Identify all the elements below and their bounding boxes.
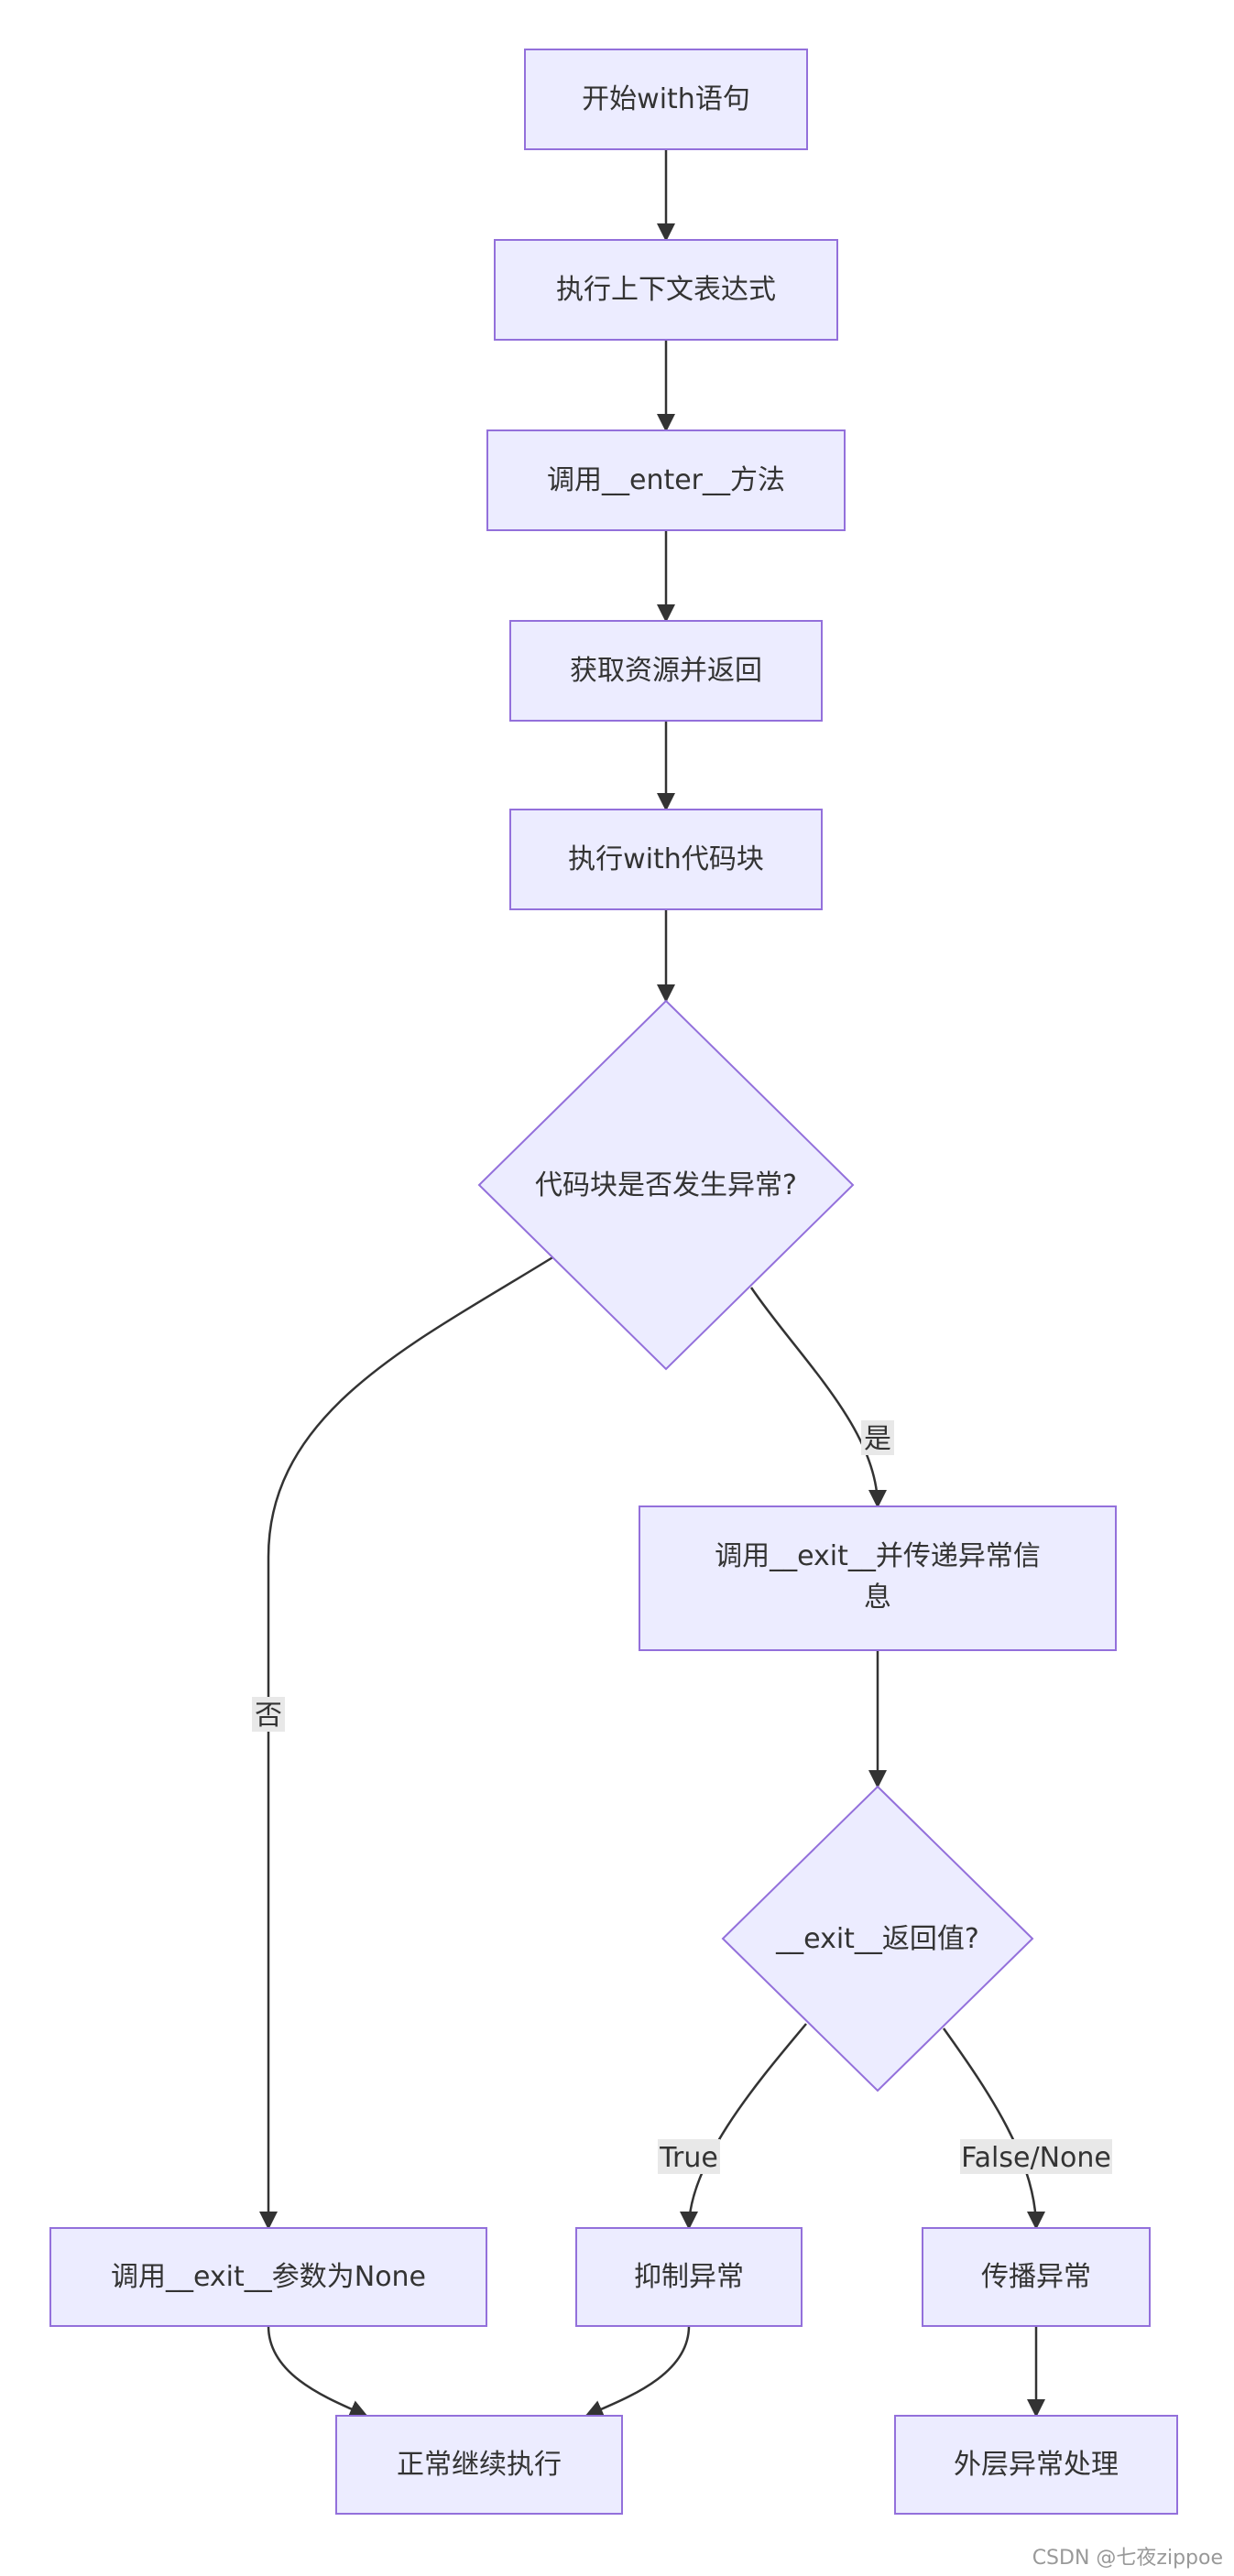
decision-exit-return-label: __exit__返回值?	[775, 1923, 979, 1955]
node-exit-none: 调用__exit__参数为None	[49, 2227, 487, 2327]
edge-label-yes: 是	[864, 1423, 891, 1455]
edge-label-false-none: False/None	[961, 2142, 1111, 2174]
node-exit-with-exception: 调用__exit__并传递异常信 息	[639, 1505, 1117, 1651]
node-exit-with-exception-label-line2: 息	[864, 1581, 891, 1614]
node-propagate-label: 传播异常	[981, 2261, 1091, 2293]
node-exec-block-label: 执行with代码块	[568, 843, 764, 875]
node-start: 开始with语句	[524, 49, 808, 150]
node-get-resource-label: 获取资源并返回	[570, 655, 762, 687]
node-continue-label: 正常继续执行	[397, 2449, 562, 2481]
node-eval-context-label: 执行上下文表达式	[556, 274, 776, 306]
node-exit-none-label: 调用__exit__参数为None	[111, 2261, 426, 2293]
edge-label-true: True	[659, 2142, 718, 2174]
decision-exception: 代码块是否发生异常?	[477, 999, 855, 1371]
edge-exit-none-to-continue	[267, 2325, 368, 2418]
edge-label-bg-true	[658, 2139, 720, 2174]
edge-return-true	[680, 2023, 807, 2230]
node-outer-handle-label: 外层异常处理	[954, 2449, 1119, 2481]
node-propagate: 传播异常	[922, 2227, 1151, 2327]
edge-decision-yes	[749, 1287, 887, 1508]
decision-exception-label: 代码块是否发生异常?	[535, 1169, 797, 1201]
node-eval-context: 执行上下文表达式	[494, 239, 838, 341]
node-outer-handle: 外层异常处理	[894, 2415, 1178, 2515]
nodes: 开始with语句 执行上下文表达式 调用__enter__方法 获取资源并返回 …	[49, 49, 1178, 2515]
node-exit-with-exception-label-line1: 调用__exit__并传递异常信	[715, 1540, 1041, 1572]
node-get-resource: 获取资源并返回	[509, 620, 823, 722]
node-start-label: 开始with语句	[582, 83, 750, 115]
node-call-enter-label: 调用__enter__方法	[547, 464, 785, 496]
edge-label-bg-yes	[861, 1420, 894, 1455]
edge-decision-no	[259, 1255, 555, 2230]
edge-return-false	[942, 2027, 1045, 2230]
edges	[259, 149, 1045, 2418]
edge-label-bg-no	[252, 1697, 285, 1732]
node-call-enter: 调用__enter__方法	[486, 429, 846, 531]
node-suppress: 抑制异常	[575, 2227, 803, 2327]
edge-label-no: 否	[255, 1700, 282, 1732]
decision-exit-return: __exit__返回值?	[721, 1785, 1034, 2092]
watermark: CSDN @七夜zippoe	[1032, 2547, 1223, 2570]
edge-label-bg-false-none	[960, 2139, 1112, 2174]
edge-suppress-to-continue	[584, 2325, 691, 2418]
node-continue: 正常继续执行	[335, 2415, 623, 2515]
node-suppress-label: 抑制异常	[634, 2261, 744, 2293]
node-exec-block: 执行with代码块	[509, 809, 823, 910]
edge-labels: 是 否 True False/None	[252, 1420, 1112, 2174]
